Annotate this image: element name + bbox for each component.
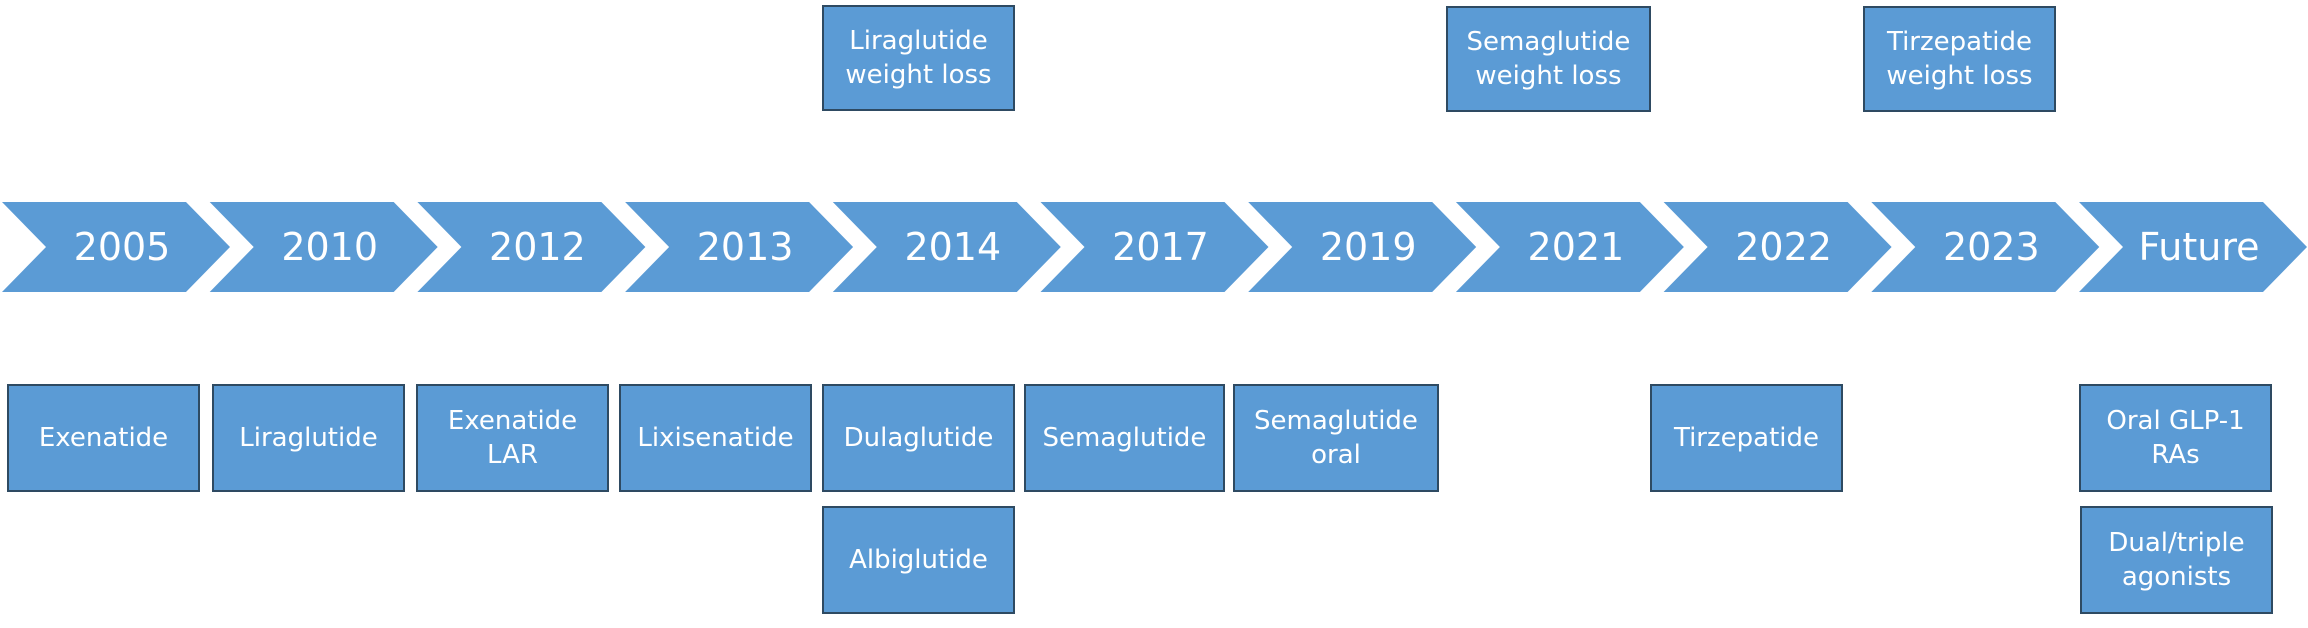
- event-dulaglutide: Dulaglutide: [822, 384, 1015, 492]
- event-liraglutide: Liraglutide: [212, 384, 405, 492]
- timeline-year-label: 2021: [1528, 225, 1625, 269]
- timeline-chevron: [1455, 202, 1684, 292]
- timeline-chevron: [1871, 202, 2100, 292]
- timeline-chevron: [209, 202, 438, 292]
- timeline-year-label: 2014: [904, 225, 1001, 269]
- event-liraglutide-weight-loss: Liraglutide weight loss: [822, 5, 1015, 111]
- timeline-year-label: 2019: [1320, 225, 1417, 269]
- event-albiglutide: Albiglutide: [822, 506, 1015, 614]
- event-lixisenatide: Lixisenatide: [619, 384, 812, 492]
- timeline-chevron: [417, 202, 646, 292]
- timeline-chevron: [1663, 202, 1892, 292]
- event-oral-glp1-ras: Oral GLP-1 RAs: [2079, 384, 2272, 492]
- event-tirzepatide-weight-loss: Tirzepatide weight loss: [1863, 6, 2056, 112]
- timeline-chevron: [2, 202, 230, 292]
- timeline-chevron: [2079, 202, 2307, 292]
- timeline-chevron: [625, 202, 854, 292]
- event-semaglutide-oral: Semaglutide oral: [1233, 384, 1439, 492]
- timeline-year-label: 2023: [1943, 225, 2040, 269]
- timeline-year-label: 2022: [1735, 225, 1832, 269]
- event-exenatide: Exenatide: [7, 384, 200, 492]
- timeline-chevron: [832, 202, 1061, 292]
- timeline-year-label: Future: [2138, 225, 2259, 269]
- event-semaglutide: Semaglutide: [1024, 384, 1225, 492]
- timeline-year-label: 2010: [281, 225, 378, 269]
- event-exenatide-lar: Exenatide LAR: [416, 384, 609, 492]
- timeline-year-label: 2012: [489, 225, 586, 269]
- timeline-year-label: 2017: [1112, 225, 1209, 269]
- timeline-chevron: [1040, 202, 1269, 292]
- timeline-chevron: [1248, 202, 1477, 292]
- timeline-year-label: 2005: [74, 225, 171, 269]
- timeline-year-label: 2013: [697, 225, 794, 269]
- event-dual-triple-agonists: Dual/triple agonists: [2080, 506, 2273, 614]
- event-tirzepatide: Tirzepatide: [1650, 384, 1843, 492]
- event-semaglutide-weight-loss: Semaglutide weight loss: [1446, 6, 1651, 112]
